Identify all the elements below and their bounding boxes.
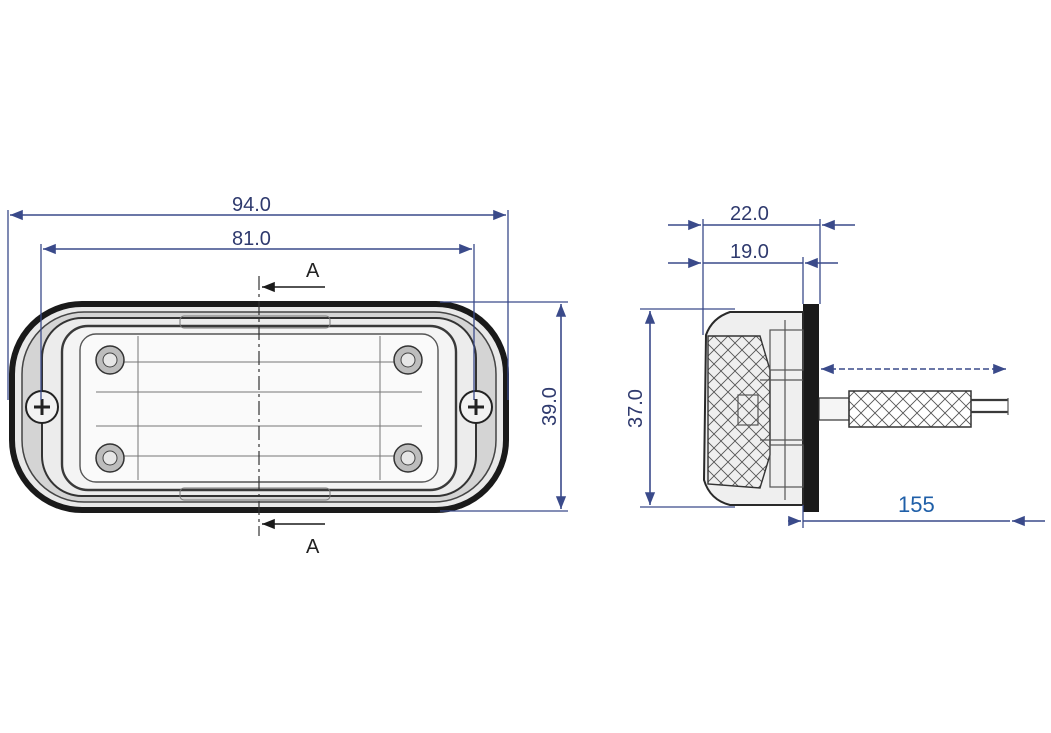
mounting-screw-icon xyxy=(459,390,493,424)
lens-screw-icon xyxy=(95,345,125,375)
mounting-screw-icon xyxy=(25,390,59,424)
dimension-cable-length: 155 xyxy=(898,492,935,517)
dimension-body-depth: 19.0 xyxy=(730,241,769,263)
cable-stub xyxy=(818,397,850,421)
dimension-overall-depth: 22.0 xyxy=(730,203,769,225)
section-label: A xyxy=(306,260,320,282)
section-label: A xyxy=(306,536,320,558)
dimension-overall-width: 94.0 xyxy=(232,194,271,216)
lens-section xyxy=(707,335,771,489)
dimension-height: 37.0 xyxy=(625,389,647,428)
lens-screw-icon xyxy=(95,443,125,473)
side-view: 22.0 19.0 37.0 155 xyxy=(625,203,1045,528)
dimension-overall-height: 39.0 xyxy=(539,387,561,426)
front-view: A A 94.0 81.0 39.0 xyxy=(7,194,568,558)
dimension-lens-width: 81.0 xyxy=(232,228,271,250)
lens-screw-icon xyxy=(393,443,423,473)
lens-screw-icon xyxy=(393,345,423,375)
mounting-plate xyxy=(803,304,819,512)
cable-sheath xyxy=(848,390,972,428)
